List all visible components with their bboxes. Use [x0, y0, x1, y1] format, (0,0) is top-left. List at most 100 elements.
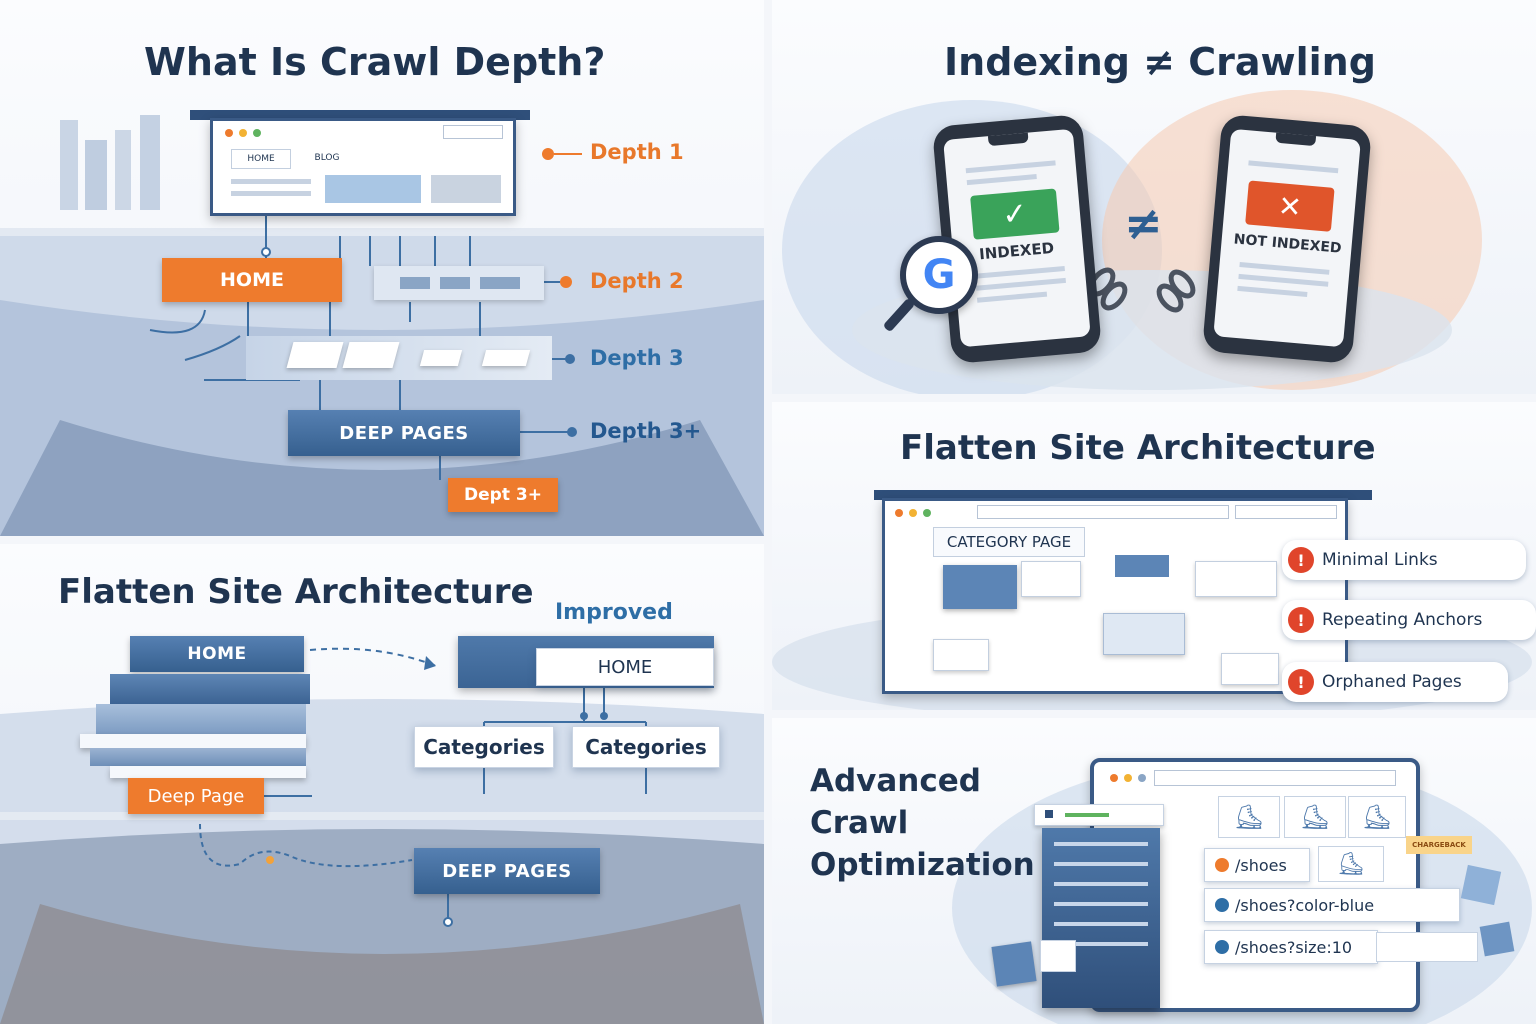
crawl-toolbar — [1034, 804, 1164, 826]
phone-screen: ✓ INDEXED — [943, 128, 1091, 348]
text-line — [975, 277, 1067, 291]
text-line — [966, 174, 1037, 186]
url-extra-card — [1376, 932, 1478, 962]
shoe-icon: ⛸ — [1348, 796, 1406, 838]
url-status-icon — [1215, 940, 1229, 954]
text-line — [1248, 160, 1339, 174]
depth-2-nodes — [374, 266, 544, 300]
issue-minimal-links: ! Minimal Links — [1282, 540, 1526, 580]
phone-notch — [1275, 132, 1317, 147]
window-dot — [225, 129, 233, 137]
depth-3-band — [246, 336, 552, 380]
indexed-phone: ✓ INDEXED — [931, 113, 1103, 365]
not-indexed-phone: ✕ NOT INDEXED — [1201, 113, 1373, 365]
text-line — [1238, 273, 1329, 287]
title-line: Optimization — [810, 847, 1035, 883]
issue-repeating-anchors: ! Repeating Anchors — [1282, 600, 1536, 640]
crawl-depth-panel: What Is Crawl Depth? HOME BLOG Depth 1 H… — [0, 0, 764, 536]
hub-page-card — [1103, 613, 1185, 655]
nav-blog-link[interactable]: BLOG — [314, 153, 340, 163]
node-chip — [400, 277, 430, 289]
categories-node-1: Categories — [414, 726, 554, 768]
building-floor — [80, 734, 306, 748]
address-bar — [977, 505, 1229, 519]
text-line — [231, 179, 311, 184]
check-icon: ✓ — [970, 188, 1060, 240]
not-equal-icon: ≠ — [1124, 196, 1163, 250]
page-card — [481, 350, 531, 366]
window-dot — [1110, 774, 1118, 782]
content-block — [325, 175, 421, 203]
rack-line — [1054, 942, 1148, 946]
data-cube — [1460, 864, 1502, 906]
issue-orphaned-pages: ! Orphaned Pages — [1282, 662, 1508, 702]
rack-line — [1054, 842, 1148, 846]
x-icon: ✕ — [1245, 180, 1335, 232]
toolbar-chip — [1045, 810, 1053, 818]
text-line — [976, 291, 1048, 303]
text-line — [1239, 261, 1330, 275]
depth-3-plus-label: Depth 3+ — [590, 419, 702, 443]
page-card — [342, 342, 400, 368]
shoe-icon: ⛸ — [1218, 796, 1280, 838]
phone-screen: ✕ NOT INDEXED — [1213, 128, 1361, 348]
indexing-vs-crawling-panel: Indexing ≠ Crawling ✓ INDEXED G ≠ ✕ NOT … — [772, 0, 1536, 394]
category-linking-panel: Flatten Site Architecture CATEGORY PAGE … — [772, 402, 1536, 710]
category-page-label: CATEGORY PAGE — [933, 527, 1085, 557]
panel-title: Flatten Site Architecture — [58, 572, 534, 612]
deep-pages-node: DEEP PAGES — [414, 848, 600, 894]
page-card — [419, 350, 463, 366]
building-floor — [90, 748, 306, 766]
page-card — [1115, 555, 1169, 577]
rack-line — [1054, 922, 1148, 926]
title-line: Crawl — [810, 805, 909, 841]
window-dot — [1124, 774, 1132, 782]
url-shoes: /shoes — [1204, 848, 1310, 882]
panel-title: Flatten Site Architecture — [900, 428, 1376, 468]
issue-label: Repeating Anchors — [1322, 610, 1483, 630]
building-floor — [110, 674, 310, 704]
url-text: /shoes?color-blue — [1235, 895, 1375, 915]
text-line — [231, 191, 311, 196]
window-dot — [239, 129, 247, 137]
page-card — [1021, 561, 1081, 597]
indexed-label: INDEXED — [978, 238, 1055, 264]
window-dot — [909, 509, 917, 517]
website-browser: HOME BLOG — [210, 118, 516, 216]
window-dot — [895, 509, 903, 517]
window-dot — [1138, 774, 1146, 782]
url-text: /shoes — [1235, 855, 1287, 875]
depth-3-label: Depth 3 — [590, 346, 684, 370]
page-card — [1221, 653, 1279, 685]
panel-title: Advanced Crawl Optimization — [810, 760, 1035, 886]
nav-home-link[interactable]: HOME — [231, 149, 291, 169]
depth-1-label: Depth 1 — [590, 140, 684, 164]
panel-title: What Is Crawl Depth? — [144, 40, 606, 84]
issue-label: Orphaned Pages — [1322, 672, 1462, 692]
text-line — [1237, 285, 1308, 297]
phone-notch — [987, 132, 1029, 147]
google-magnifier-icon: G — [900, 236, 978, 314]
not-indexed-label: NOT INDEXED — [1233, 231, 1343, 257]
dept-3-plus-node: Dept 3+ — [448, 478, 558, 512]
page-card — [943, 565, 1017, 609]
url-text: /shoes?size:10 — [1235, 937, 1353, 957]
text-line — [965, 160, 1056, 174]
address-bar — [1154, 770, 1396, 786]
url-shoes-size: /shoes?size:10 — [1204, 930, 1378, 964]
deep-pages-node: DEEP PAGES — [288, 410, 520, 456]
browser-roof — [190, 110, 530, 120]
home-node: HOME — [162, 258, 342, 302]
window-dot — [253, 129, 261, 137]
shoe-icon: ⛸ — [1318, 846, 1384, 882]
window-dot — [923, 509, 931, 517]
data-cube — [991, 941, 1037, 987]
toolbar-bar — [1065, 813, 1109, 817]
data-cube — [1479, 921, 1515, 957]
title-line: Advanced — [810, 763, 981, 799]
page-card — [933, 639, 989, 671]
building-floor — [110, 766, 306, 778]
data-card — [1040, 940, 1076, 972]
url-status-icon — [1215, 898, 1229, 912]
shoe-icon: ⛸ — [1284, 796, 1346, 838]
